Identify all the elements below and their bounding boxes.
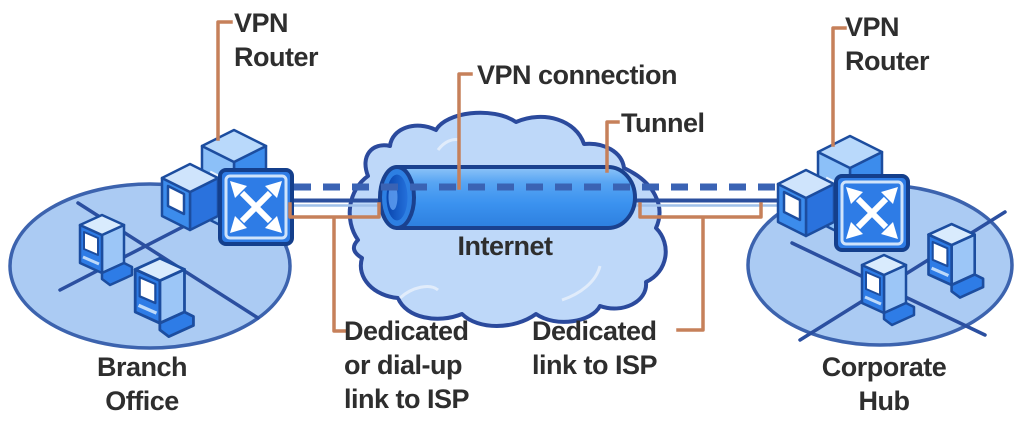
- callout-isp-link-left: [288, 202, 381, 333]
- callout-lines: [216, 20, 847, 333]
- vpn-connection-label: VPN connection: [477, 60, 678, 90]
- isp-left-line2: or dial-up: [344, 350, 463, 380]
- vpn-router-right-label: VPN Router: [845, 10, 930, 78]
- corporate-hub-line2: Hub: [858, 386, 910, 416]
- vpn-router-right-line1: VPN: [845, 12, 900, 42]
- isp-link-line-left: [288, 198, 390, 207]
- vpn-router-left-line1: VPN: [234, 8, 289, 38]
- branch-office-label: Branch Office: [72, 350, 212, 418]
- vpn-tunnel: [378, 165, 637, 230]
- callout-vpn-router-right: [831, 26, 847, 147]
- isp-link-lines: [288, 198, 788, 207]
- callout-vpn-connection: [457, 72, 473, 190]
- isp-right-line1: Dedicated: [532, 316, 657, 346]
- vpn-router-left-label: VPN Router: [234, 6, 319, 74]
- isp-right-line2: link to ISP: [532, 350, 658, 380]
- callout-tunnel: [605, 120, 620, 173]
- isp-left-label: Dedicated or dial-up link to ISP: [344, 314, 470, 416]
- tunnel-body: [395, 165, 637, 230]
- internet-label: Internet: [457, 231, 553, 261]
- vpn-router-left-line2: Router: [234, 42, 319, 72]
- vpn-router-icon-left: [162, 130, 292, 244]
- callout-isp-link-right: [638, 202, 763, 332]
- isp-left-line1: Dedicated: [344, 316, 469, 346]
- corporate-hub-line1: Corporate: [821, 352, 947, 382]
- corporate-hub-label: Corporate Hub: [814, 350, 954, 418]
- isp-right-label: Dedicated link to ISP: [532, 314, 658, 382]
- vpn-router-icon-right: [778, 136, 908, 250]
- vpn-router-right-line2: Router: [845, 46, 930, 76]
- callout-vpn-router-left: [216, 20, 233, 141]
- branch-office-line2: Office: [105, 386, 179, 416]
- tunnel-label: Tunnel: [621, 108, 705, 138]
- isp-left-line3: link to ISP: [344, 384, 470, 414]
- branch-office-line1: Branch: [96, 352, 188, 382]
